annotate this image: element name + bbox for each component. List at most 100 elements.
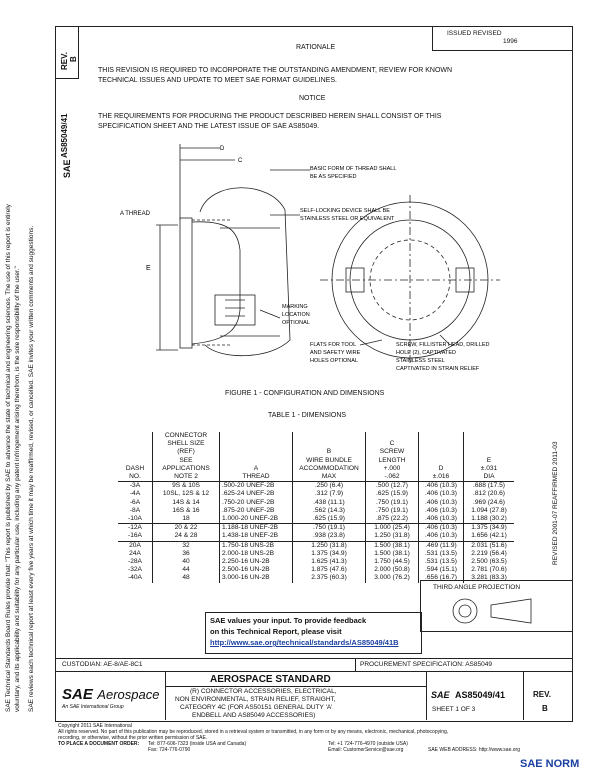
table-cell: .406 (10.3) (418, 523, 464, 533)
header-line: THREAD (242, 473, 270, 481)
header-line: C (389, 440, 395, 448)
table-cell: .250 (6.4) (292, 481, 366, 491)
header-line: SCREW (379, 448, 405, 456)
table-cell: 3.281 (83.3) (471, 574, 507, 582)
description-line4: ENDBELL AND AS85049 ACCESSORIES) (192, 712, 316, 719)
table-cell: .750 (19.1) (292, 523, 366, 533)
table-cell: 1.750 (44.5) (365, 558, 419, 567)
copyright-line3: recording, or otherwise, without the pri… (58, 735, 208, 741)
copyright-line2: All rights reserved. No part of this pub… (58, 729, 449, 735)
table-cell: .594 (15.1) (418, 566, 464, 575)
notice-line2: SPECIFICATION SHEET AND THE LATEST ISSUE… (98, 123, 320, 130)
table-cell: 48 (152, 574, 220, 583)
table-cell: 1.750-18 UNS-2B (219, 540, 293, 550)
copyright-block: Copyright 2011 SAE International All rig… (58, 723, 568, 753)
table-cell: .812 (20.6) (473, 490, 505, 498)
table-cell: 2.500 (63.5) (471, 558, 507, 566)
description-line2: NON ENVIRONMENTAL, STRAIN RELIEF, STRAIG… (175, 696, 336, 703)
table-cell: -32A (118, 566, 153, 575)
figure-caption: FIGURE 1 - CONFIGURATION AND DIMENSIONS (225, 390, 385, 397)
callout-screw-1: SCREW, FILLISTER HEAD, DRILLED (396, 342, 490, 348)
rev-label-footer: REV. (533, 690, 551, 699)
header-line: NO. (129, 473, 141, 481)
page-frame (55, 26, 573, 722)
doc-number: AS85049/41 (455, 690, 506, 700)
callout-marking-2: LOCATION (282, 312, 310, 318)
table-cell: .750 (19.1) (365, 506, 419, 516)
table-cell: .938 (23.8) (292, 532, 366, 542)
table-cell: 3.000-16 UN-2B (219, 574, 293, 583)
table-cell: .562 (14.3) (292, 506, 366, 516)
table-cell: 1.438-18 UNEF-2B (219, 532, 293, 542)
table-cell: 1.000-20 UNEF-2B (219, 515, 293, 524)
logo-aerospace: Aerospace (97, 687, 160, 702)
table-cell: 1.000 (25.4) (365, 523, 419, 533)
header-line: DASH (125, 464, 145, 472)
custodian: CUSTODIAN: AE-8/AE-8C1 (62, 661, 143, 668)
web-address[interactable]: SAE WEB ADDRESS: http://www.sae.org (428, 747, 520, 753)
table-cell: 40 (152, 558, 220, 567)
revision-vertical: REVISED 2001-07 REAFFIRMED 2011-03 (552, 441, 559, 565)
table-cell: 24A (118, 549, 153, 559)
label-d: D (220, 146, 225, 152)
label-thread: A THREAD (120, 211, 151, 217)
table-cell: .625-24 UNEF-2B (219, 490, 293, 499)
callout-screw-2: HOLE (2), CAPTIVATED (396, 350, 456, 356)
feedback-link[interactable]: http://www.sae.org/technical/standards/A… (210, 638, 399, 647)
table-cell: .406 (10.3) (418, 532, 464, 542)
callout-flats-3: HOLES OPTIONAL (310, 358, 358, 364)
projection-label: THIRD ANGLE PROJECTION (433, 584, 521, 591)
table-cell: -8A (118, 506, 153, 516)
label-c: C (238, 158, 243, 164)
callout-thread-2: BE AS SPECIFIED (310, 174, 356, 180)
tel-usa: Tel: 877-606-7323 (inside USA and Canada… (148, 741, 247, 747)
table-cell: 2.000 (50.8) (365, 566, 419, 575)
header-line: ±.016 (432, 473, 450, 481)
header-line: D (438, 464, 444, 472)
description-line1: (R) CONNECTOR ACCESSORIES, ELECTRICAL, (190, 688, 337, 695)
table-cell: .500 (12.7) (365, 481, 419, 491)
header-line: SEE (179, 456, 193, 464)
email: Email: CustomerService@sae.org (328, 747, 404, 753)
table-cell: 44 (152, 566, 220, 575)
doc-number-side: AS85049/41 (60, 113, 69, 158)
logo-tagline: An SAE International Group (62, 704, 124, 710)
table-cell: 1.250 (31.8) (365, 532, 419, 542)
header-line: ±.031 (480, 464, 498, 472)
issued-line2: 1996 (503, 38, 518, 45)
table-cell: .438 (11.1) (292, 498, 366, 507)
feedback-line2: on this Technical Report, please visit (210, 627, 342, 636)
callout-thread-1: BASIC FORM OF THREAD SHALL (310, 166, 396, 172)
procurement: PROCUREMENT SPECIFICATION: AS85049 (360, 661, 492, 668)
table-cell: 2.781 (70.6) (471, 566, 507, 574)
projection-box: THIRD ANGLE PROJECTION (420, 580, 572, 632)
table-cell: 20A (118, 540, 153, 550)
table-cell: -4A (118, 490, 153, 499)
callout-screw-3: STAINLESS STEEL (396, 358, 445, 364)
header-line: A (253, 464, 259, 472)
side-text-line2: voluntary, and its applicability and sui… (14, 266, 21, 712)
fax: Fax: 724-776-0790 (148, 747, 191, 753)
watermark: SAE NORM (520, 758, 580, 770)
header-line: +.000 (383, 464, 401, 472)
rationale-line2: TECHNICAL ISSUES AND UPDATE TO MEET SAE … (98, 77, 337, 84)
table-cell: .500-20 UNEF-2B (219, 481, 293, 491)
table-cell: .531 (13.5) (418, 549, 464, 559)
table-cell: .531 (13.5) (418, 558, 464, 567)
header-line: E (486, 456, 492, 464)
table-cell: 9S & 10S (152, 481, 220, 491)
